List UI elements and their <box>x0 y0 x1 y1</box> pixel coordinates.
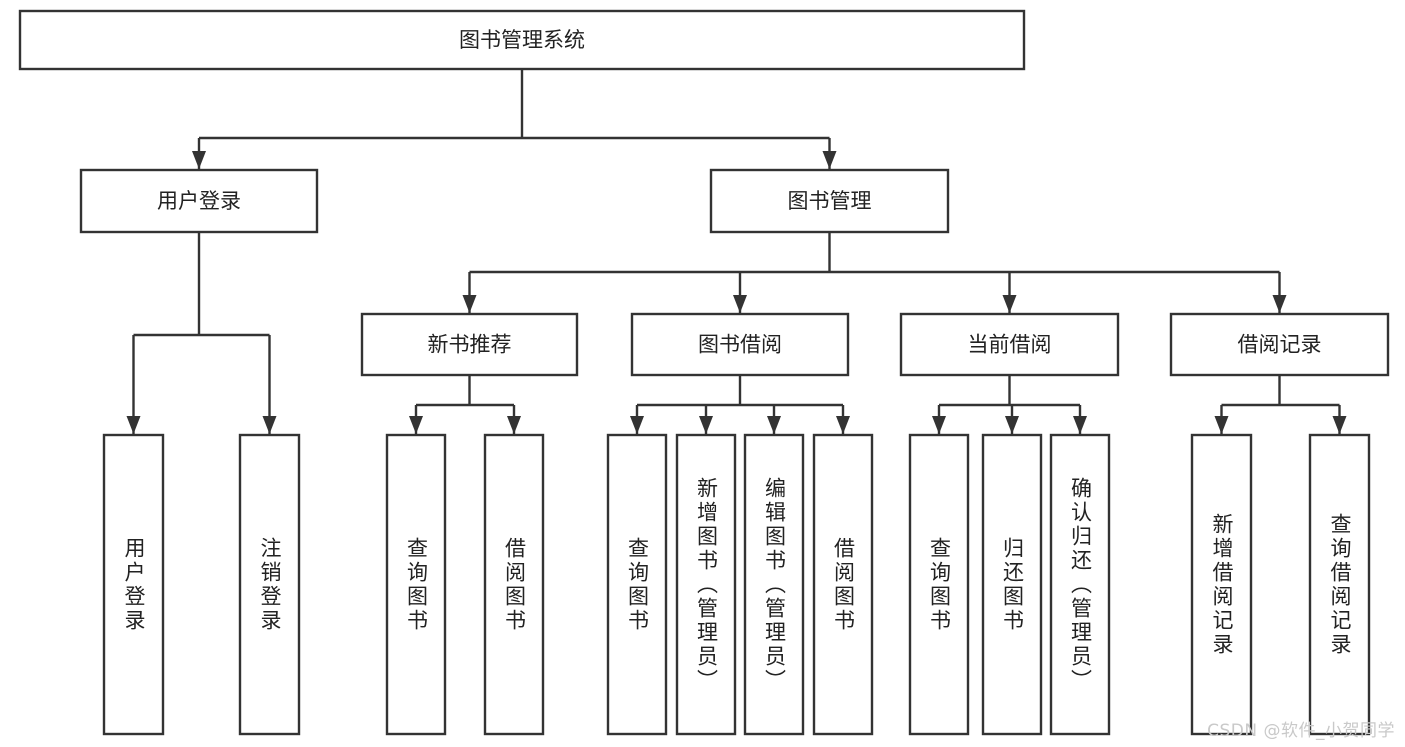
node-leaf-add-record-label: 新增借阅记录 <box>1210 512 1234 657</box>
node-leaf-add-book[interactable]: 新增图书（管理员） <box>675 433 737 736</box>
node-leaf-edit-book-box <box>743 433 805 736</box>
arrow-head-icon <box>1272 295 1287 313</box>
node-leaf-user-login-box <box>102 433 165 736</box>
node-root[interactable]: 图书管理系统 <box>18 9 1026 71</box>
node-leaf-edit-book-label-wrap: 编辑图书（管理员） <box>762 476 787 693</box>
node-borrow-record-box <box>1169 312 1390 377</box>
node-leaf-edit-book[interactable]: 编辑图书（管理员） <box>743 433 805 736</box>
node-leaf-user-login-label: 用户登录 <box>122 536 146 633</box>
node-leaf-query-book-2-box <box>606 433 668 736</box>
node-leaf-return-book-label-wrap: 归还图书 <box>1000 536 1025 633</box>
arrow-head-icon <box>1073 416 1087 434</box>
node-leaf-user-login[interactable]: 用户登录 <box>102 433 165 736</box>
node-leaf-query-record[interactable]: 查询借阅记录 <box>1308 433 1371 736</box>
arrow-head-icon <box>1005 416 1019 434</box>
node-new-book-recommend[interactable]: 新书推荐 <box>360 312 579 377</box>
arrow-head-icon <box>1214 416 1229 434</box>
node-leaf-query-book-3[interactable]: 查询图书 <box>908 433 970 736</box>
node-leaf-query-record-box <box>1308 433 1371 736</box>
node-leaf-logout[interactable]: 注销登录 <box>238 433 301 736</box>
node-book-borrow[interactable]: 图书借阅 <box>630 312 850 377</box>
arrow-head-icon <box>192 151 206 169</box>
node-leaf-borrow-book-2-box <box>812 433 874 736</box>
node-leaf-add-book-box <box>675 433 737 736</box>
node-leaf-query-book-3-box <box>908 433 970 736</box>
node-leaf-query-book-3-label: 查询图书 <box>927 536 952 633</box>
node-user-login[interactable]: 用户登录 <box>79 168 319 234</box>
arrow-head-icon <box>1332 416 1347 434</box>
arrow-head-icon <box>733 295 747 313</box>
node-leaf-borrow-book-2-label: 借阅图书 <box>831 536 856 633</box>
node-root-box <box>18 9 1026 71</box>
arrow-head-icon <box>462 295 477 313</box>
node-current-borrow-box <box>899 312 1120 377</box>
node-leaf-query-book-2-label: 查询图书 <box>625 536 650 633</box>
nodes-layer: 图书管理系统用户登录图书管理新书推荐图书借阅当前借阅借阅记录用户登录注销登录查询… <box>18 9 1390 736</box>
node-leaf-add-book-label-wrap: 新增图书（管理员） <box>694 476 719 693</box>
node-leaf-query-book-1-box <box>385 433 447 736</box>
node-leaf-borrow-book-1-label-wrap: 借阅图书 <box>502 536 527 633</box>
node-leaf-borrow-book-1-box <box>483 433 545 736</box>
arrow-head-icon <box>1002 295 1017 313</box>
node-leaf-add-record-label-wrap: 新增借阅记录 <box>1210 512 1234 657</box>
arrow-head-icon <box>767 416 781 434</box>
arrow-head-icon <box>699 416 713 434</box>
node-leaf-add-record[interactable]: 新增借阅记录 <box>1190 433 1253 736</box>
node-leaf-query-record-label: 查询借阅记录 <box>1328 512 1352 657</box>
node-leaf-confirm-return-label: 确认归还（管理员） <box>1068 476 1093 693</box>
node-book-manage-label: 图书管理 <box>788 189 872 213</box>
node-leaf-query-book-2[interactable]: 查询图书 <box>606 433 668 736</box>
arrow-head-icon <box>126 416 141 434</box>
arrow-head-icon <box>932 416 946 434</box>
node-borrow-record[interactable]: 借阅记录 <box>1169 312 1390 377</box>
arrow-head-icon <box>836 416 850 434</box>
node-leaf-borrow-book-1[interactable]: 借阅图书 <box>483 433 545 736</box>
arrow-head-icon <box>262 416 277 434</box>
node-leaf-edit-book-label: 编辑图书（管理员） <box>762 476 787 693</box>
node-borrow-record-label: 借阅记录 <box>1238 333 1322 357</box>
node-root-label: 图书管理系统 <box>459 28 585 52</box>
node-current-borrow-label: 当前借阅 <box>968 333 1052 357</box>
node-leaf-return-book[interactable]: 归还图书 <box>981 433 1043 736</box>
csdn-watermark: CSDN @软件_小贺同学 <box>1207 721 1395 741</box>
node-book-manage[interactable]: 图书管理 <box>709 168 950 234</box>
node-user-login-label: 用户登录 <box>157 189 241 213</box>
node-leaf-query-book-2-label-wrap: 查询图书 <box>625 536 650 633</box>
node-leaf-query-book-1[interactable]: 查询图书 <box>385 433 447 736</box>
node-book-manage-box <box>709 168 950 234</box>
node-leaf-logout-label: 注销登录 <box>258 536 282 633</box>
node-leaf-logout-label-wrap: 注销登录 <box>258 536 282 633</box>
arrow-head-icon <box>409 416 423 434</box>
node-leaf-query-book-1-label-wrap: 查询图书 <box>404 536 429 633</box>
node-leaf-query-book-1-label: 查询图书 <box>404 536 429 633</box>
node-leaf-confirm-return-label-wrap: 确认归还（管理员） <box>1068 476 1093 693</box>
node-leaf-logout-box <box>238 433 301 736</box>
node-leaf-confirm-return-box <box>1049 433 1111 736</box>
node-new-book-recommend-label: 新书推荐 <box>428 333 512 357</box>
node-user-login-box <box>79 168 319 234</box>
node-leaf-return-book-label: 归还图书 <box>1000 536 1025 633</box>
node-leaf-user-login-label-wrap: 用户登录 <box>122 536 146 633</box>
node-current-borrow[interactable]: 当前借阅 <box>899 312 1120 377</box>
node-leaf-query-record-label-wrap: 查询借阅记录 <box>1328 512 1352 657</box>
arrow-head-icon <box>507 416 521 434</box>
node-leaf-query-book-3-label-wrap: 查询图书 <box>927 536 952 633</box>
node-leaf-confirm-return[interactable]: 确认归还（管理员） <box>1049 433 1111 736</box>
node-leaf-add-record-box <box>1190 433 1253 736</box>
connectors-layer <box>126 69 1347 434</box>
arrow-head-icon <box>822 151 837 169</box>
arrow-head-icon <box>630 416 644 434</box>
node-leaf-return-book-box <box>981 433 1043 736</box>
node-book-borrow-label: 图书借阅 <box>698 333 782 357</box>
node-leaf-add-book-label: 新增图书（管理员） <box>694 476 719 693</box>
node-book-borrow-box <box>630 312 850 377</box>
node-leaf-borrow-book-2[interactable]: 借阅图书 <box>812 433 874 736</box>
node-leaf-borrow-book-1-label: 借阅图书 <box>502 536 527 633</box>
node-new-book-recommend-box <box>360 312 579 377</box>
node-leaf-borrow-book-2-label-wrap: 借阅图书 <box>831 536 856 633</box>
